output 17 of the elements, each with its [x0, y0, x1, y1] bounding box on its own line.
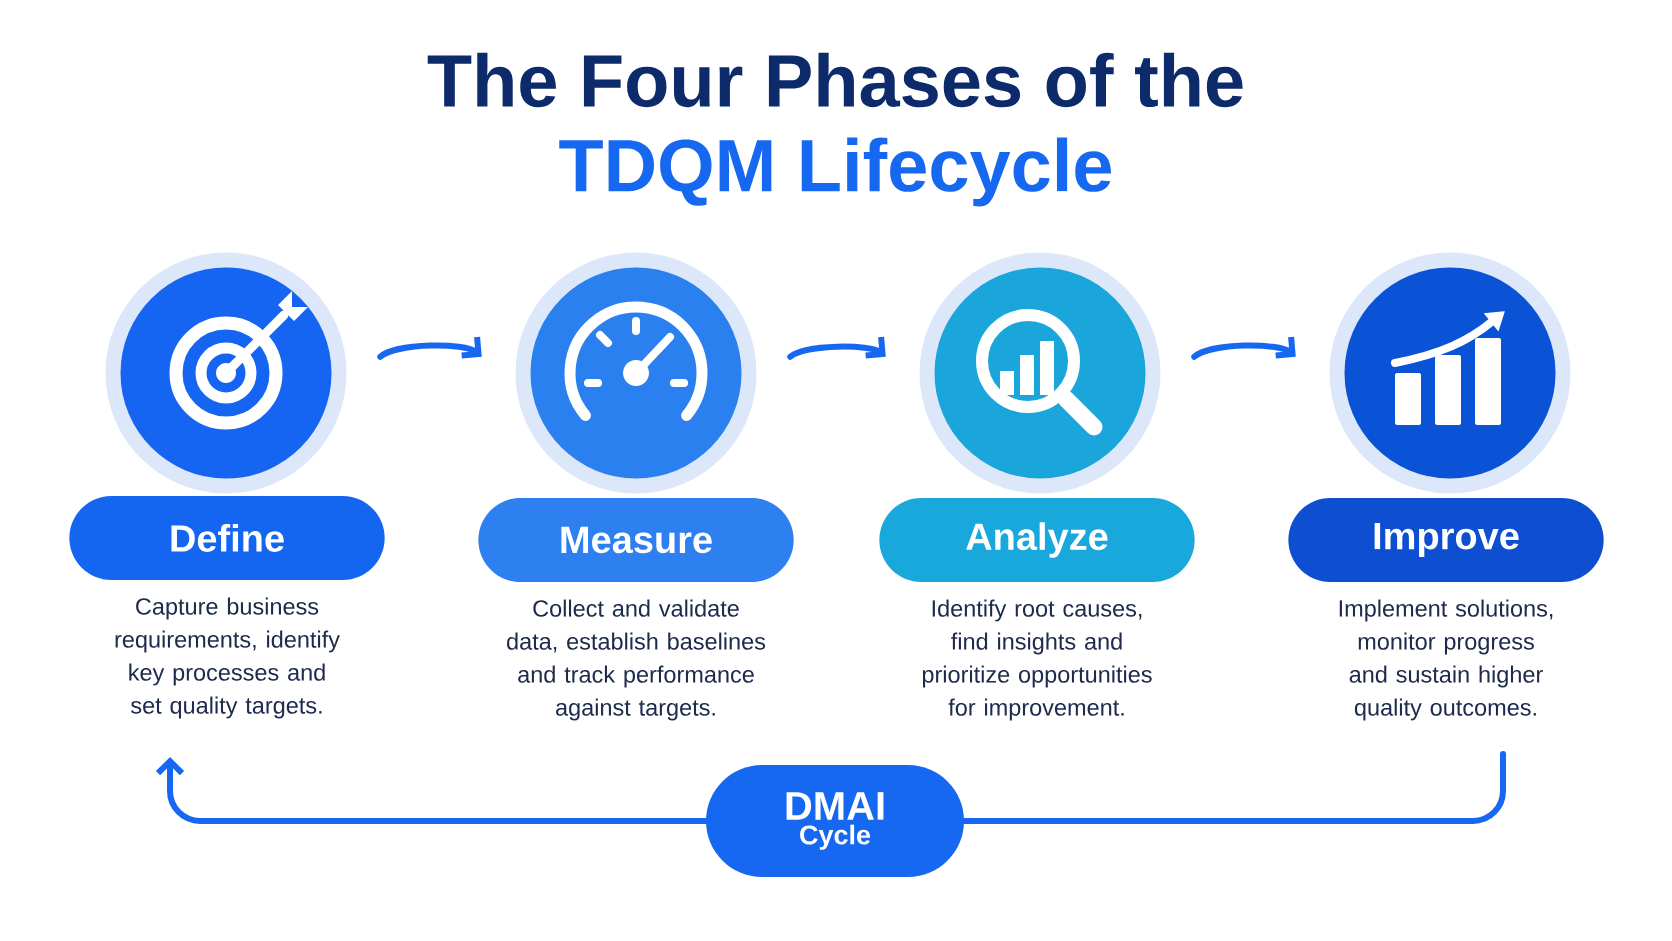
description-text: Capture business requirements, identify key processes and set quality targets.	[115, 597, 340, 719]
arrow	[1191, 336, 1296, 360]
phase-pill: Measure	[478, 498, 794, 582]
description-text: Identify root causes, find insights and prioritize opportunities for improvement.	[922, 599, 1152, 721]
phase-pill: Define	[69, 496, 385, 580]
arrow	[155, 757, 709, 824]
title: TDQM Lifecycle	[559, 137, 1111, 207]
arrow	[377, 336, 482, 360]
description-text: Implement solutions, monitor progress and sustain higher quality outcomes.	[1339, 599, 1553, 721]
title: The Four Phases of the	[427, 52, 1243, 108]
description-text: Collect and validate data, establish baselines and track performance against targets.	[507, 599, 766, 721]
circle-badge	[105, 252, 347, 494]
circle-badge	[515, 252, 757, 494]
circle-badge	[919, 252, 1161, 494]
arrow	[787, 336, 886, 360]
phase-pill: Analyze	[879, 498, 1195, 582]
phase-pill: Improve	[1288, 498, 1604, 582]
